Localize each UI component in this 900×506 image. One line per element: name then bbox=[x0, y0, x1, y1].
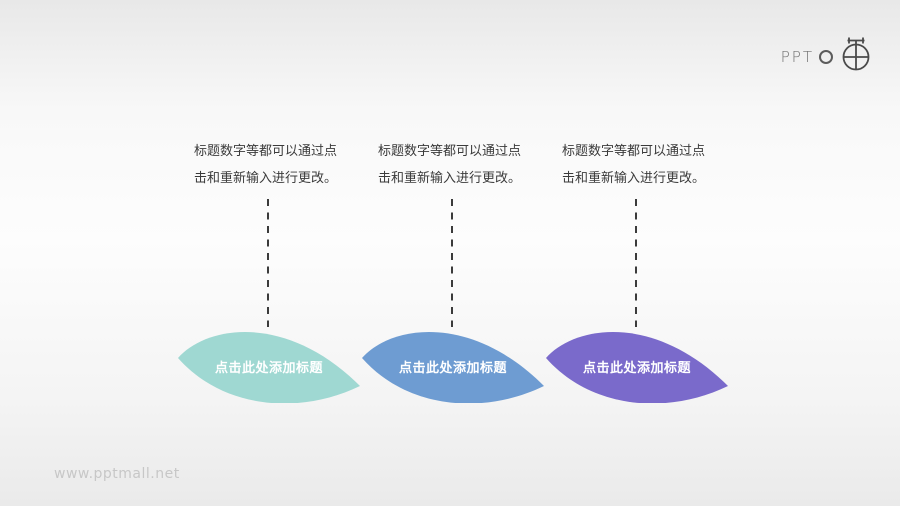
logo-compass-bomb-icon bbox=[842, 37, 870, 71]
logo-circle-icon bbox=[819, 50, 833, 64]
description-text: 标题数字等都可以通过点击和重新输入进行更改。 bbox=[194, 144, 338, 186]
leaf-svg bbox=[178, 332, 360, 403]
leaf-shape: 点击此处添加标题 bbox=[177, 327, 361, 403]
column-1: 标题数字等都可以通过点击和重新输入进行更改。 点击此处添加标题 bbox=[177, 0, 361, 506]
leaf-title: 点击此处添加标题 bbox=[398, 361, 507, 376]
leaf-svg bbox=[362, 332, 544, 403]
column-3: 标题数字等都可以通过点击和重新输入进行更改。 点击此处添加标题 bbox=[545, 0, 729, 506]
connector-dashed-line bbox=[635, 199, 637, 327]
connector-dashed-line bbox=[267, 199, 269, 327]
connector-dashed-line bbox=[451, 199, 453, 327]
leaf-path bbox=[546, 332, 728, 403]
description-text: 标题数字等都可以通过点击和重新输入进行更改。 bbox=[562, 144, 706, 186]
watermark: www.pptmall.net bbox=[54, 466, 180, 482]
leaf-shape: 点击此处添加标题 bbox=[545, 327, 729, 403]
leaf-path bbox=[362, 332, 544, 403]
description-text: 标题数字等都可以通过点击和重新输入进行更改。 bbox=[378, 144, 522, 186]
leaf-svg bbox=[546, 332, 728, 403]
column-2: 标题数字等都可以通过点击和重新输入进行更改。 点击此处添加标题 bbox=[361, 0, 545, 506]
leaf-path bbox=[178, 332, 360, 403]
logo-text: PPT bbox=[780, 47, 814, 66]
leaf-title: 点击此处添加标题 bbox=[582, 361, 691, 376]
pptmall-logo: PPT bbox=[781, 36, 874, 72]
leaf-shape: 点击此处添加标题 bbox=[361, 327, 545, 403]
leaf-title: 点击此处添加标题 bbox=[214, 361, 323, 376]
